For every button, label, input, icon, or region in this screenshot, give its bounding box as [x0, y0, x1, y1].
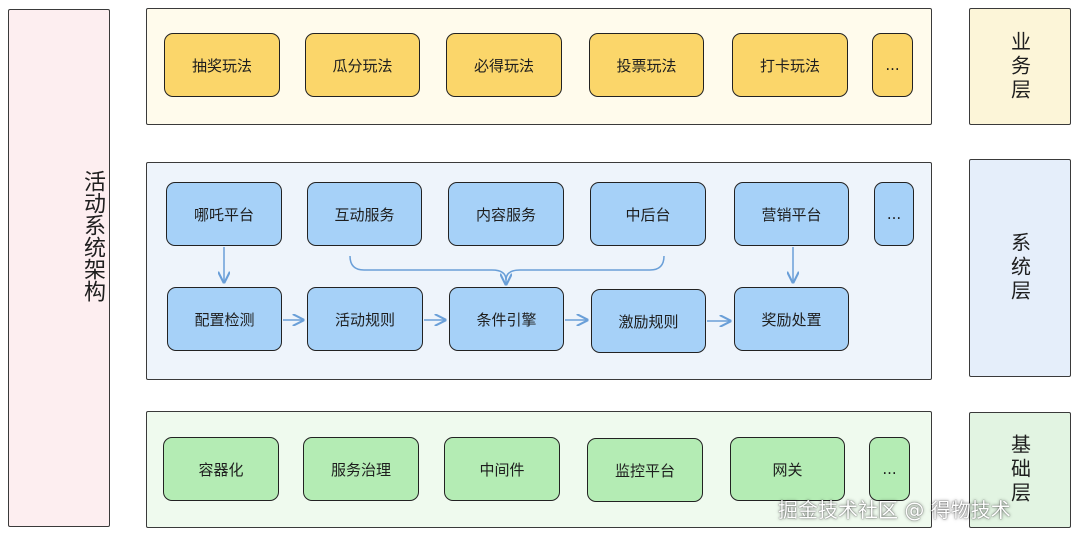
watermark-text: 掘金技术社区 @ 得物技术 — [778, 498, 1011, 522]
system-bottom-item: 激励规则 — [591, 289, 706, 353]
business-item: 必得玩法 — [446, 33, 562, 97]
system-top-item: 内容服务 — [448, 182, 564, 246]
business-layer-label: 业务层 — [1007, 30, 1032, 103]
system-top-item: 中后台 — [590, 182, 706, 246]
system-layer-label-panel: 系统层 — [969, 159, 1071, 377]
base-layer-label-panel: 基础层 — [969, 412, 1071, 528]
base-item: 监控平台 — [587, 438, 703, 502]
system-top-item: 营销平台 — [734, 182, 849, 246]
architecture-title: 活动系统架构 — [80, 170, 105, 302]
business-item: 投票玩法 — [589, 33, 704, 97]
system-top-item-more: ... — [874, 182, 914, 246]
business-item: 抽奖玩法 — [164, 33, 280, 97]
base-item: 中间件 — [444, 437, 560, 501]
system-top-item: 互动服务 — [307, 182, 422, 246]
system-bottom-item: 配置检测 — [167, 287, 282, 351]
system-bottom-item: 活动规则 — [307, 287, 423, 351]
base-item: 服务治理 — [303, 437, 419, 501]
base-layer-label: 基础层 — [1007, 434, 1032, 506]
business-item: 打卡玩法 — [732, 33, 848, 97]
merge-brace — [349, 255, 665, 281]
base-item: 网关 — [730, 437, 845, 501]
system-bottom-item: 条件引擎 — [449, 287, 564, 351]
architecture-title-panel: 活动系统架构 — [8, 9, 110, 527]
system-top-item: 哪吒平台 — [166, 182, 282, 246]
business-item: 瓜分玩法 — [305, 33, 420, 97]
business-item-more: ... — [872, 33, 913, 97]
base-item-more: ... — [869, 437, 910, 501]
system-bottom-item: 奖励处置 — [734, 287, 849, 351]
business-layer-label-panel: 业务层 — [969, 8, 1071, 125]
system-layer-label: 系统层 — [1007, 232, 1032, 304]
base-item: 容器化 — [163, 437, 279, 501]
